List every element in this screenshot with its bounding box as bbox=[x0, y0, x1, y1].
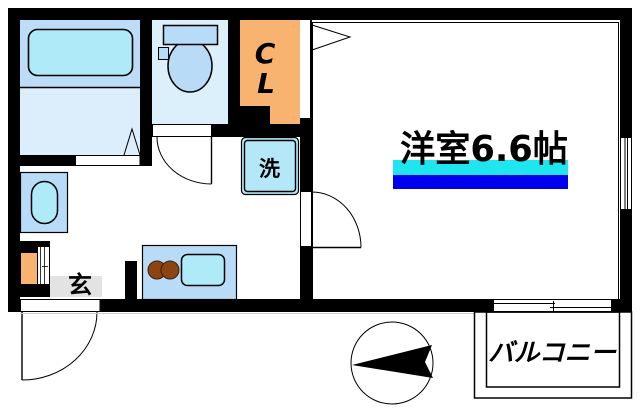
closet: C L bbox=[240, 20, 352, 124]
wall-hall-room-upper bbox=[300, 118, 312, 191]
bathtub-icon bbox=[27, 28, 134, 77]
bath-wash-zone bbox=[20, 87, 140, 155]
compass-arrow bbox=[352, 345, 433, 378]
toilet-room bbox=[152, 20, 228, 124]
kitchen-sink-icon bbox=[180, 253, 226, 287]
closet-door bbox=[310, 20, 312, 118]
laundry-label: 洗 bbox=[259, 157, 280, 181]
washer-pan-inner bbox=[243, 139, 297, 193]
side-window bbox=[620, 137, 632, 210]
wall-bath-bottom bbox=[20, 155, 75, 166]
compass-circle bbox=[350, 321, 434, 405]
washing-machine-space: 洗 bbox=[240, 136, 300, 196]
wall-toilet-closet bbox=[228, 20, 240, 124]
shoe-cabinet-icon bbox=[21, 253, 37, 284]
entrance-area: 玄 bbox=[20, 241, 102, 299]
closet-opening bbox=[300, 20, 310, 118]
bathroom-sliding-door bbox=[75, 155, 141, 166]
room-door-swing-icon bbox=[311, 191, 362, 248]
folding-door-icon bbox=[123, 127, 141, 156]
closet-label-c: C bbox=[255, 37, 276, 70]
washbasin-bowl-icon bbox=[30, 180, 59, 225]
wall-top bbox=[8, 8, 632, 20]
wall-left bbox=[8, 8, 20, 312]
opening-details bbox=[20, 136, 628, 381]
balcony: バルコニー bbox=[473, 311, 633, 399]
closet-notch bbox=[240, 106, 270, 124]
toilet-door-opening bbox=[152, 124, 212, 137]
closet-folding-door-icon bbox=[311, 24, 352, 51]
washbasin bbox=[19, 171, 69, 234]
washer-pan bbox=[240, 136, 300, 196]
wall-right-upper bbox=[620, 8, 632, 137]
wall-right-lower bbox=[620, 210, 632, 312]
entrance-door-opening bbox=[20, 299, 101, 312]
room-label-bar-blue bbox=[393, 175, 568, 189]
paper-holder-icon bbox=[158, 47, 169, 60]
wall-under-closet bbox=[212, 124, 312, 137]
shoe-cabinet-shelf bbox=[38, 247, 49, 284]
wall-bottom-corner bbox=[612, 299, 632, 312]
room-label-bar-cyan bbox=[393, 160, 568, 175]
toilet-tank-icon bbox=[162, 24, 219, 46]
stove-burner-icon bbox=[160, 260, 180, 280]
entrance-floor bbox=[50, 276, 102, 297]
wall-kitchen-post bbox=[125, 261, 137, 299]
balcony-sliding-window bbox=[493, 299, 612, 312]
closet-label-l: L bbox=[257, 67, 275, 100]
compass-arrow-icon bbox=[350, 321, 434, 405]
bathroom bbox=[20, 20, 141, 156]
entrance-door-swing-icon bbox=[21, 311, 98, 381]
balcony-label: バルコニー bbox=[488, 338, 617, 367]
kitchen bbox=[141, 244, 238, 301]
main-room-label: 洋室6.6帖 bbox=[400, 129, 568, 170]
wall-hall-room-lower bbox=[300, 247, 312, 299]
openings bbox=[20, 124, 632, 312]
toilet-bowl-icon bbox=[167, 39, 213, 93]
wall-bottom bbox=[100, 299, 493, 312]
room-door-opening bbox=[300, 191, 312, 247]
entrance-label: 玄 bbox=[68, 271, 92, 299]
walls bbox=[8, 8, 632, 312]
wall-bath-toilet bbox=[140, 20, 152, 166]
toilet-door-swing-icon bbox=[156, 136, 212, 185]
balcony-inner bbox=[485, 311, 621, 388]
